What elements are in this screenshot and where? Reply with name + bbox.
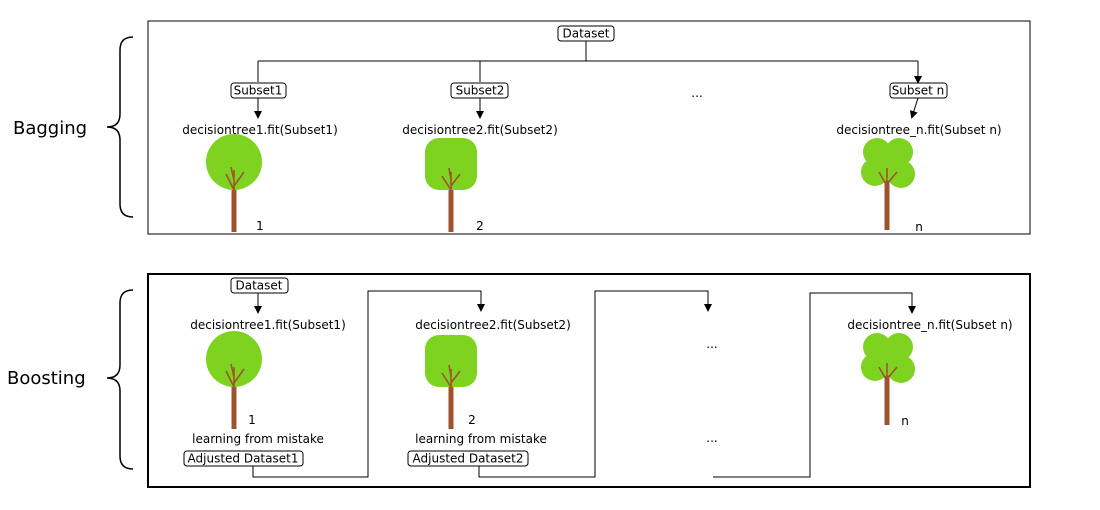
boosting-model-2: decisiontree2.fit(Subset2) 2 learning fr…: [407, 318, 571, 467]
boosting-ellipsis-top: ...: [706, 337, 717, 351]
adjusted-dataset-box: [407, 450, 529, 467]
bagging-model-2: Subset2 decisiontree2.fit(Subset2) 2: [402, 82, 558, 233]
tree-icon: [205, 133, 263, 233]
bagging-frame: [147, 20, 1031, 235]
fit-label: decisiontree2.fit(Subset2): [415, 318, 571, 332]
bagging-section: Bagging Dataset Subset1 decisiontree1.fi…: [13, 20, 1031, 235]
boosting-brace: [106, 289, 134, 470]
bagging-model-n: Subset n decisiontree_n.fit(Subset n) n: [836, 82, 1002, 234]
fit-label: decisiontree1.fit(Subset1): [182, 123, 338, 137]
bagging-ellipsis: ...: [691, 86, 702, 100]
adjusted-dataset-box: [183, 450, 304, 467]
bagging-brace: [106, 36, 134, 218]
boosting-model-1: decisiontree1.fit(Subset1) 1 learning fr…: [183, 318, 346, 467]
fit-label: decisiontree1.fit(Subset1): [190, 318, 346, 332]
tree-icon: [424, 137, 478, 233]
adjusted-dataset-label: Adjusted Dataset2: [413, 452, 524, 466]
tree-icon: [860, 137, 916, 231]
bagging-label: Bagging: [13, 118, 87, 139]
subset-box: [889, 82, 948, 99]
flow-connector-2-next: [478, 290, 712, 478]
flow-connector-1-2: [252, 290, 485, 478]
subset-arrow: [909, 97, 919, 119]
tree-index: n: [901, 414, 909, 428]
boosting-dataset-label: Dataset: [236, 279, 283, 293]
fit-label: decisiontree2.fit(Subset2): [402, 123, 558, 137]
tree-index: 2: [468, 413, 476, 427]
dataset-split-lines: [257, 41, 919, 80]
bagging-model-1: Subset1 decisiontree1.fit(Subset1) 1: [182, 82, 338, 233]
subset-label: Subset2: [456, 84, 505, 98]
boosting-section: Boosting Dataset decisiontree1.fit(Subse…: [7, 273, 1031, 488]
tree-index: n: [915, 220, 923, 234]
split-arrows: [257, 80, 918, 82]
subset-label: Subset n: [892, 84, 945, 98]
bagging-dataset-label: Dataset: [563, 27, 610, 41]
boosting-frame: [147, 273, 1031, 488]
flow-connector-to-n: [713, 292, 916, 478]
boosting-ellipsis-bottom: ...: [706, 431, 717, 445]
tree-index: 1: [256, 219, 264, 233]
adjusted-dataset-label: Adjusted Dataset1: [188, 452, 299, 466]
tree-index: 1: [248, 413, 256, 427]
tree-icon: [860, 332, 916, 426]
learning-label: learning from mistake: [415, 432, 547, 446]
boosting-model-n: decisiontree_n.fit(Subset n) n: [847, 318, 1012, 428]
fit-label: decisiontree_n.fit(Subset n): [836, 123, 1001, 137]
tree-index: 2: [476, 219, 484, 233]
boosting-dataset-box: [230, 277, 289, 294]
boosting-label: Boosting: [7, 368, 86, 389]
subset-label: Subset1: [234, 84, 283, 98]
fit-label: decisiontree_n.fit(Subset n): [847, 318, 1012, 332]
learning-label: learning from mistake: [192, 432, 324, 446]
